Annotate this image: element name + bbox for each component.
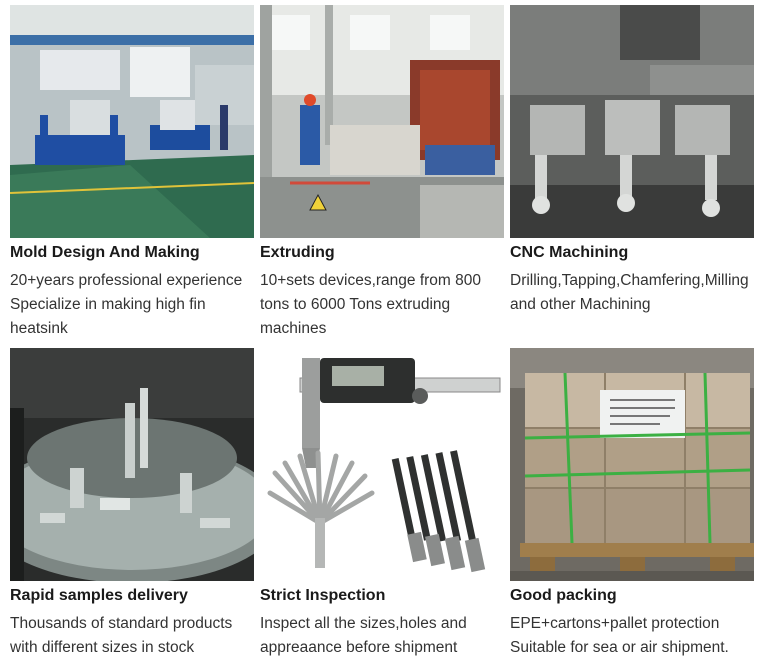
description-line: appreaance before shipment (260, 639, 458, 656)
description-line: with different sizes in stock (10, 639, 195, 656)
description-line: tons to 6000 Tons extruding (260, 296, 451, 313)
card-title: Strict Inspection (260, 587, 386, 604)
description-line: machines (260, 320, 327, 337)
card-title: Mold Design And Making (10, 244, 200, 261)
caliper-and-gauges-photo (260, 348, 504, 581)
cnc-vise-photo (510, 5, 754, 238)
card-description: Thousands of standard products with diff… (10, 612, 254, 660)
description-line: and other Machining (510, 296, 651, 313)
card-title: Rapid samples delivery (10, 587, 188, 604)
description-line: EPE+cartons+pallet protection (510, 615, 720, 632)
description-line: Inspect all the sizes,holes and (260, 615, 467, 632)
card-title: Good packing (510, 587, 617, 604)
extrusion-press-photo (260, 5, 504, 238)
description-line: Drilling,Tapping,Chamfering,Milling (510, 272, 749, 289)
card-title: Extruding (260, 244, 335, 261)
description-line: 10+sets devices,range from 800 (260, 272, 482, 289)
card-description: 10+sets devices,range from 800 tons to 6… (260, 269, 504, 341)
card-description: EPE+cartons+pallet protection Suitable f… (510, 612, 754, 660)
card-title: CNC Machining (510, 244, 629, 261)
packed-pallet-photo (510, 348, 754, 581)
aluminum-profile-samples-photo (10, 348, 254, 581)
mold-workshop-photo (10, 5, 254, 238)
card-description: Inspect all the sizes,holes and appreaan… (260, 612, 504, 660)
description-line: Suitable for sea or air shipment. (510, 639, 729, 656)
description-line: Specialize in making high fin (10, 296, 206, 313)
description-line: heatsink (10, 320, 68, 337)
description-line: Thousands of standard products (10, 615, 233, 632)
card-description: 20+years professional experience Special… (10, 269, 254, 341)
card-description: Drilling,Tapping,Chamfering,Milling and … (510, 269, 754, 317)
description-line: 20+years professional experience (10, 272, 243, 289)
